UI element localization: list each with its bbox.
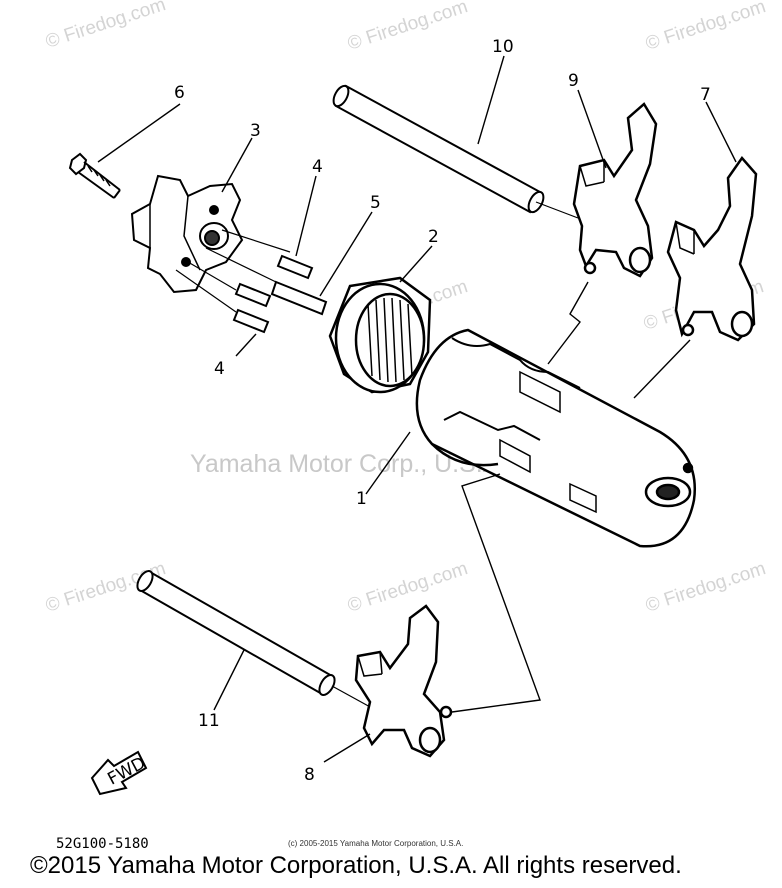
callout-8: 8 <box>304 765 315 785</box>
part-11-shaft <box>136 570 373 709</box>
part-1-shift-drum <box>415 328 696 548</box>
part-10-shaft <box>332 84 579 219</box>
callout-5: 5 <box>370 193 381 213</box>
callout-4-upper: 4 <box>312 157 323 177</box>
callout-6: 6 <box>174 83 185 103</box>
callout-labels: 6 3 4 5 2 10 9 7 4 1 11 8 <box>174 37 711 785</box>
watermark-site: © Firedog.com <box>643 558 768 617</box>
callout-9: 9 <box>568 71 579 91</box>
watermark-site: © Firedog.com <box>345 558 470 617</box>
watermark-site: © Firedog.com <box>345 0 470 55</box>
callout-3: 3 <box>250 121 261 141</box>
part-code: 52G100-5180 <box>56 836 149 852</box>
small-copyright: (c) 2005-2015 Yamaha Motor Corporation, … <box>288 839 464 848</box>
part-7-shift-fork <box>666 155 758 342</box>
alignment-lines <box>175 229 291 313</box>
part-3-segment <box>130 174 244 294</box>
part-9-shift-fork <box>572 102 658 278</box>
part-6-bolt <box>68 152 121 199</box>
part-2-bearing <box>328 276 432 394</box>
callout-2: 2 <box>428 227 439 247</box>
callout-1: 1 <box>356 489 367 509</box>
leader-lines <box>97 55 737 763</box>
callout-4-lower: 4 <box>214 359 225 379</box>
callout-7: 7 <box>700 85 711 105</box>
part-5-pin <box>270 280 328 316</box>
fwd-arrow <box>90 750 148 796</box>
watermark-site: © Firedog.com <box>43 0 168 53</box>
watermark-site: © Firedog.com <box>643 0 768 55</box>
callout-10: 10 <box>492 37 514 57</box>
footer-copyright: ©2015 Yamaha Motor Corporation, U.S.A. A… <box>30 852 682 879</box>
part-8-shift-fork <box>354 604 453 758</box>
part-4-pins <box>232 254 314 334</box>
callout-11: 11 <box>198 711 220 731</box>
